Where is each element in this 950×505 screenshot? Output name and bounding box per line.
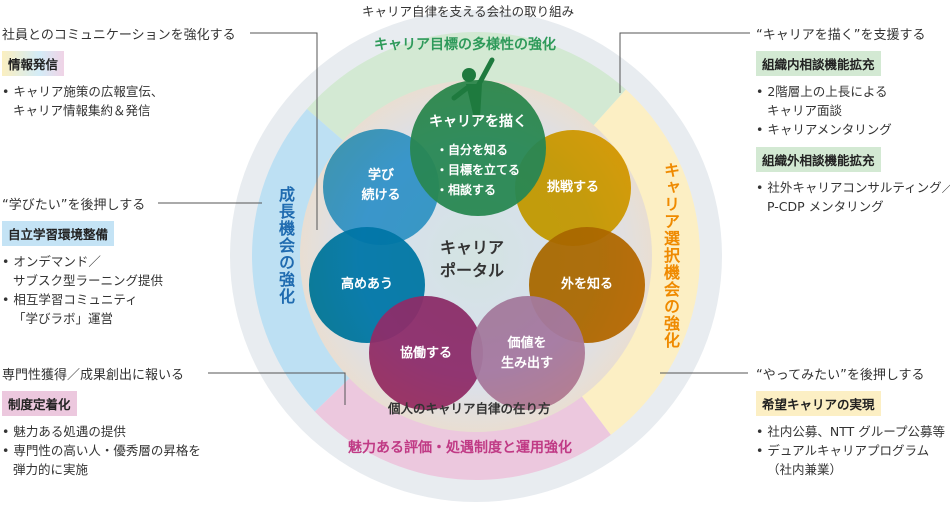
circle-learn: [323, 129, 439, 245]
learn-line1: 学び: [367, 168, 395, 183]
segment-bottom-label: 魅力ある評価・処遇制度と運用強化: [348, 440, 572, 456]
circle-cooperate: [369, 296, 483, 410]
item: （社内兼業）: [767, 462, 843, 477]
item: P-CDP メンタリング: [767, 199, 884, 214]
circle-draw-items: ・自分を知る ・目標を立てる ・相談する: [436, 140, 520, 200]
item: 専門性の高い人・優秀層の昇格を: [13, 443, 201, 458]
circle-cooperate-label: 協働する: [399, 346, 453, 361]
bullet: •: [756, 180, 768, 195]
panel-items: • 社外キャリアコンサルティング／ P-CDP メンタリング: [756, 178, 950, 216]
bullet: •: [756, 84, 768, 99]
segment-right: [578, 89, 701, 435]
segment-top-label: キャリア目標の多様性の強化: [374, 37, 556, 53]
panel-tag: 情報発信: [2, 51, 65, 76]
learn-line2: 続ける: [361, 188, 401, 203]
segment-right-label: キャリア選択機会の強化: [661, 162, 680, 349]
item: 魅力ある処遇の提供: [13, 424, 126, 439]
item: キャリアメンタリング: [767, 122, 892, 137]
panel-tag: 組織内相談機能拡充: [756, 51, 881, 76]
panel-tag: 自立学習環境整備: [2, 221, 115, 246]
draw-item: ・目標を立てる: [436, 163, 521, 177]
item: 社外キャリアコンサルティング／: [767, 180, 950, 195]
item: 2階層上の上長による: [767, 84, 888, 99]
item: キャリア面談: [767, 103, 843, 118]
item: キャリア施策の広報宣伝、: [13, 84, 164, 99]
person-icon: [451, 57, 495, 118]
circle-draw-title: キャリアを描く: [429, 114, 527, 130]
bullet: •: [2, 292, 14, 307]
bullet: •: [2, 443, 14, 458]
bullet: •: [2, 84, 14, 99]
panel-expertise: 専門性獲得／成果創出に報いる 制度定着化 • 魅力ある処遇の提供 • 専門性の高…: [2, 364, 201, 479]
career-portal-label: キャリア ポータル: [440, 236, 504, 282]
circle-challenge-label: 挑戦する: [546, 180, 600, 195]
circle-draw: [410, 80, 546, 216]
panel-learning: “学びたい”を後押しする 自立学習環境整備 • オンデマンド／ サブスク型ラーニ…: [2, 194, 163, 328]
panel-communication: 社員とのコミュニケーションを強化する 情報発信 • キャリア施策の広報宣伝、 キ…: [2, 24, 236, 120]
bullet: •: [2, 254, 14, 269]
circle-value: [471, 296, 585, 410]
item: デュアルキャリアプログラム: [767, 443, 930, 458]
item: オンデマンド／: [13, 254, 101, 269]
panel-tag: 希望キャリアの実現: [756, 391, 881, 416]
circle-outside-label: 外を知る: [560, 277, 614, 292]
panel-items: • キャリア施策の広報宣伝、 キャリア情報集約＆発信: [2, 82, 236, 120]
panel-heading: “やってみたい”を後押しする: [756, 368, 925, 383]
panel-draw-career: “キャリアを描く”を支援する 組織内相談機能拡充 • 2階層上の上長による キャ…: [756, 24, 950, 216]
circle-learn-label: 学び続ける: [361, 166, 400, 206]
bottom-caption: 個人のキャリア自律の在り方: [388, 401, 551, 416]
connector-lines: [158, 32, 750, 405]
panel-items: • 魅力ある処遇の提供 • 専門性の高い人・優秀層の昇格を 弾力的に実施: [2, 422, 201, 479]
panel-heading: “学びたい”を後押しする: [2, 198, 146, 213]
center-line1: キャリア: [440, 238, 505, 257]
item: キャリア情報集約＆発信: [13, 103, 151, 118]
panel-heading: 専門性獲得／成果創出に報いる: [2, 368, 185, 383]
bullet: •: [756, 122, 768, 137]
segment-top: [306, 32, 626, 145]
item: 社内公募、NTT グループ公募等: [767, 424, 945, 439]
item: サブスク型ラーニング提供: [13, 273, 164, 288]
segment-left-label: 成長機会の強化: [276, 186, 295, 305]
circle-mutual-label: 高めあう: [340, 277, 394, 292]
panel-heading: 社員とのコミュニケーションを強化する: [2, 28, 236, 43]
value-line2: 生み出す: [500, 356, 554, 371]
panel-try: “やってみたい”を後押しする 希望キャリアの実現 • 社内公募、NTT グループ…: [756, 364, 945, 479]
circle-value-label: 価値を生み出す: [501, 334, 553, 374]
panel-items: • 2階層上の上長による キャリア面談 • キャリアメンタリング: [756, 82, 950, 139]
top-caption: キャリア自律を支える会社の取り組み: [362, 4, 575, 19]
panel-items: • 社内公募、NTT グループ公募等 • デュアルキャリアプログラム （社内兼業…: [756, 422, 945, 479]
bullet: •: [756, 424, 768, 439]
bullet: •: [756, 443, 768, 458]
item: 「学びラボ」運営: [13, 311, 114, 326]
panel-tag: 制度定着化: [2, 391, 77, 416]
panel-tag: 組織外相談機能拡充: [756, 147, 881, 172]
panel-items: • オンデマンド／ サブスク型ラーニング提供 • 相互学習コミュニティ 「学びラ…: [2, 252, 163, 328]
draw-item: ・相談する: [436, 183, 497, 197]
value-line1: 価値を: [507, 336, 547, 351]
draw-item: ・自分を知る: [436, 143, 509, 157]
item: 相互学習コミュニティ: [13, 292, 138, 307]
item: 弾力的に実施: [13, 462, 89, 477]
bullet: •: [2, 424, 14, 439]
panel-heading: “キャリアを描く”を支援する: [756, 28, 926, 43]
center-line2: ポータル: [440, 261, 505, 280]
